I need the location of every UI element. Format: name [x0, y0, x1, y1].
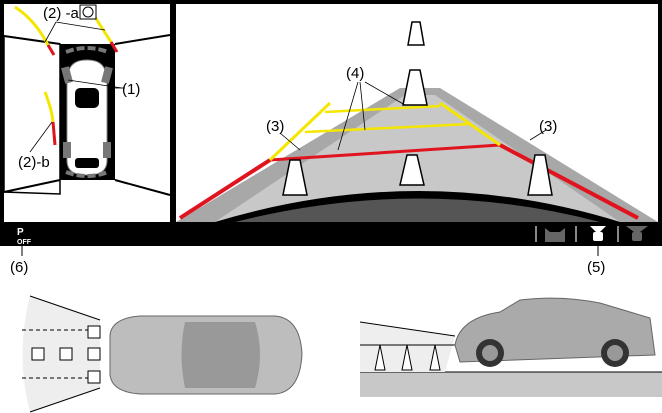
rear-view-panel: (3) (3) (4) [176, 4, 658, 222]
top-down-vehicle-illustration [22, 295, 303, 413]
guide-line-left [268, 101, 332, 162]
label-distance-right: (3) [539, 118, 557, 135]
parking-sensor-button[interactable]: P OFF [17, 227, 32, 246]
top-view-panel: (1) (2) -a (2)-b [3, 4, 171, 222]
label-width-lines: (4) [346, 65, 364, 82]
label-wheels: (1) [122, 81, 140, 98]
top-view-icon[interactable] [545, 228, 565, 242]
rear-view-icon[interactable] [590, 226, 606, 241]
label-guide-a: (2) -a [43, 5, 79, 22]
parking-sensor-state: OFF [17, 239, 32, 246]
label-guide-b: (2)-b [18, 154, 50, 171]
traffic-cones [282, 21, 553, 196]
label-parking-sensor: (6) [10, 259, 28, 276]
label-distance-left: (3) [266, 118, 284, 135]
label-view-switch: (5) [587, 259, 605, 276]
view-switch-buttons[interactable] [535, 226, 648, 242]
guide-line-side [43, 91, 55, 123]
vehicle-top-icon [61, 59, 113, 176]
wheel-icon [61, 66, 73, 84]
distance-line-red [269, 143, 501, 162]
parking-sensor-icon: P [17, 227, 24, 238]
side-vehicle-illustration [359, 297, 662, 397]
wheel-icon [101, 66, 113, 84]
wide-view-icon[interactable] [626, 226, 648, 241]
